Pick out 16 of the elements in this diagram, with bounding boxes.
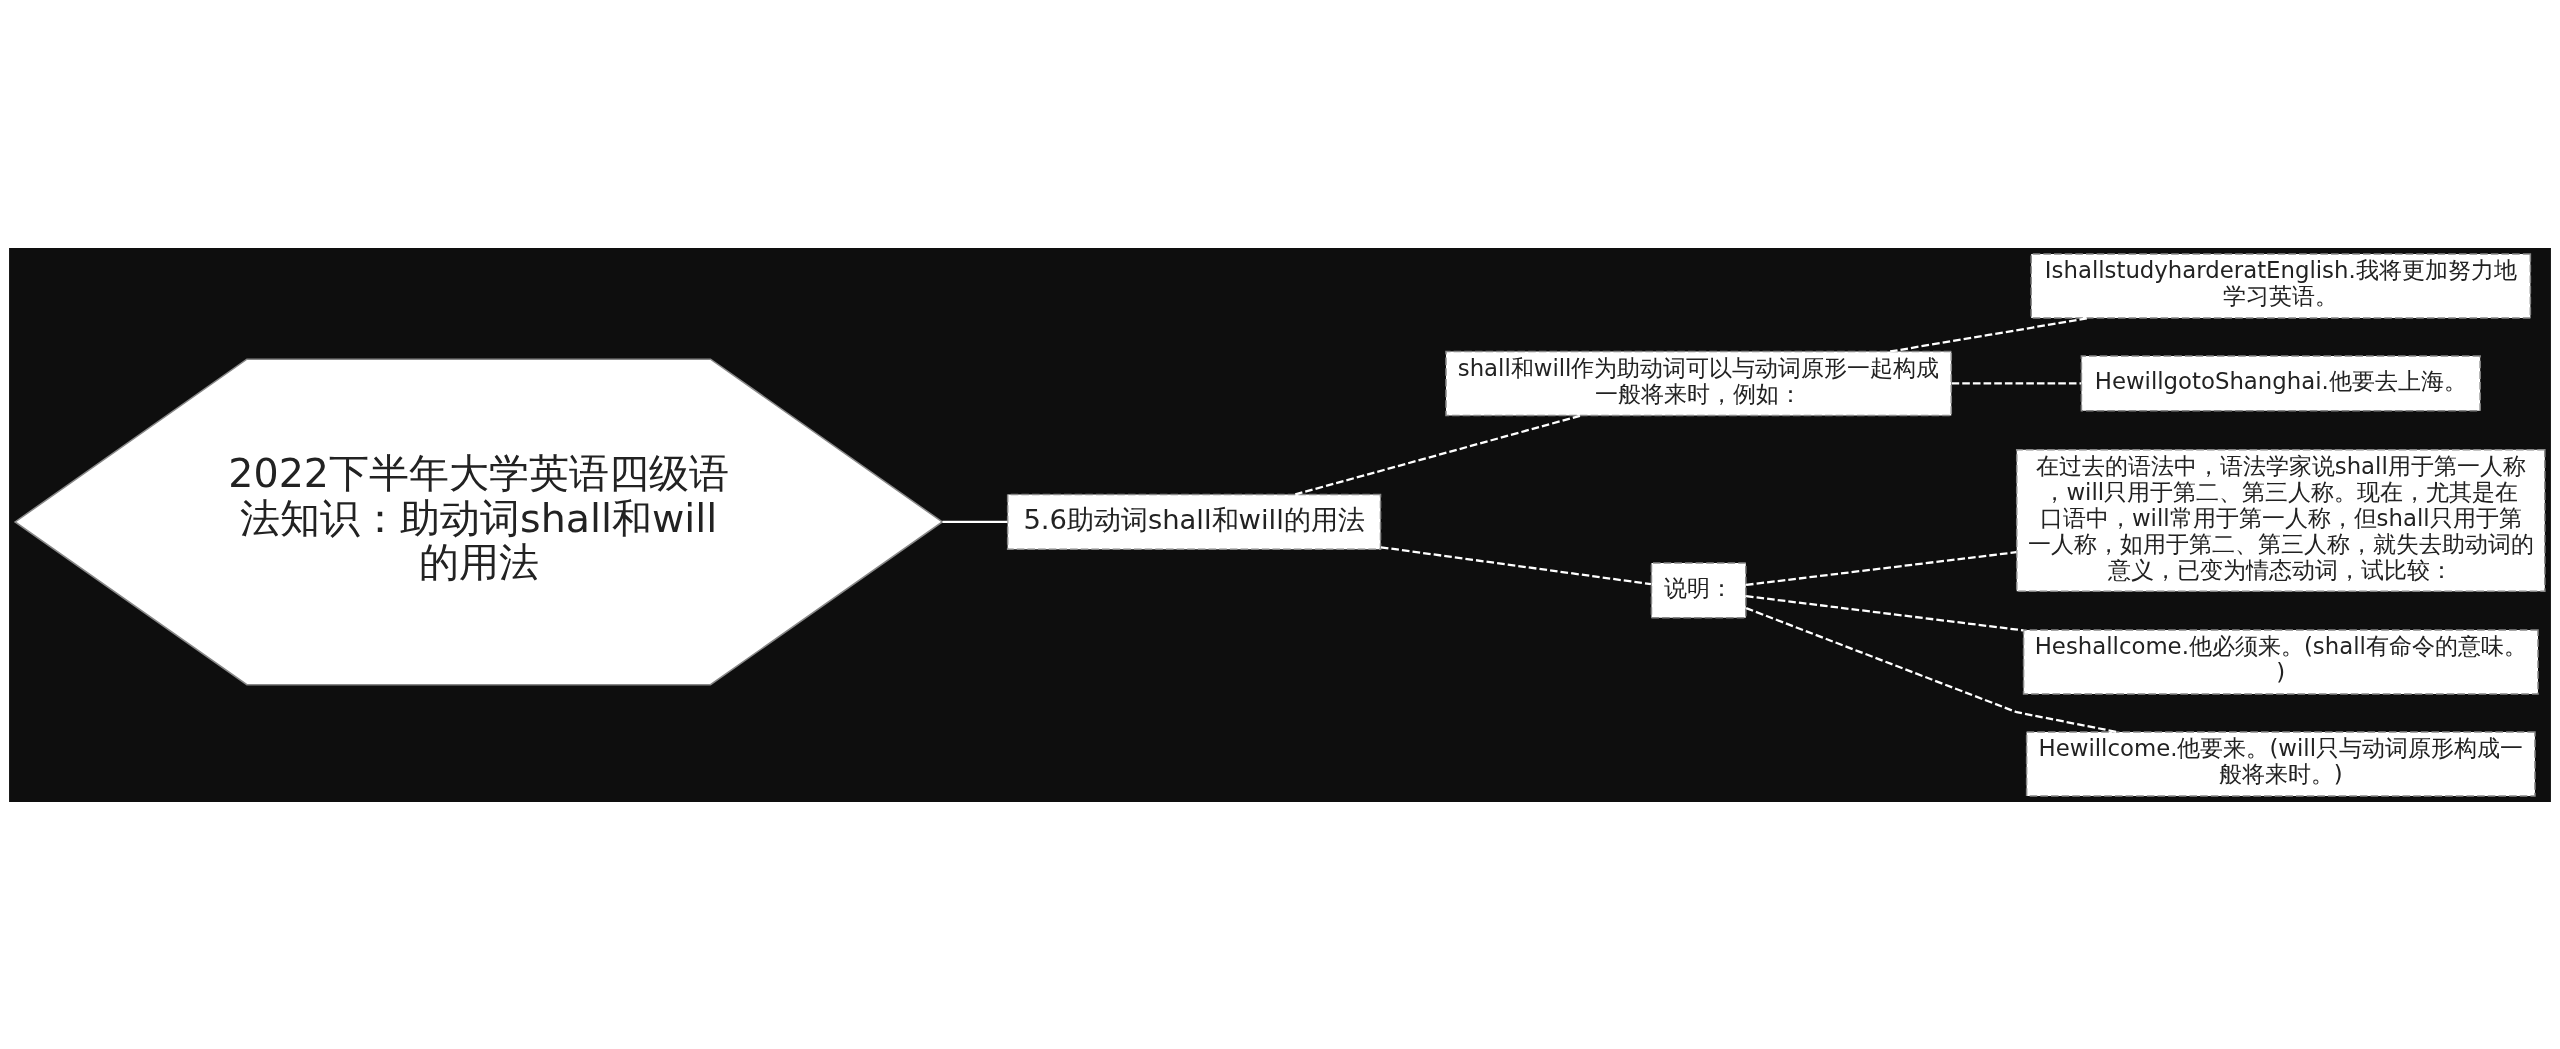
node-box: IshallstudyharderatEnglish.我将更加努力地学习英语。 [2030, 252, 2532, 319]
connector [1890, 316, 2090, 353]
connector [1951, 381, 2082, 385]
connector [942, 520, 1008, 523]
node-box: Heshallcome.他必须来。(shall有命令的意味。) [2022, 628, 2539, 695]
node-box: Hewillcome.他要来。(will只与动词原形构成一般将来时。) [2025, 730, 2536, 797]
node-box: HewillgotoShanghai.他要去上海。 [2080, 354, 2481, 412]
node-box: 在过去的语法中，语法学家说shall用于第一人称，will只用于第二、第三人称。现在，尤其是在口语中，will常用于第一人称，但shall只用于第一人称，如用于第二、第三人称，就失去助动词的意义，已变为情态动词，试比较： [2015, 448, 2546, 592]
connector [1380, 545, 1652, 585]
connector [1745, 606, 2117, 733]
connector [1745, 550, 2017, 586]
node-box: 说明： [1650, 561, 1747, 619]
connector [1745, 594, 2024, 631]
connector [1295, 413, 1582, 495]
node-box: shall和will作为助动词可以与动词原形一起构成一般将来时，例如： [1445, 350, 1953, 416]
node-box: 5.6助动词shall和will的用法 [1006, 493, 1382, 550]
